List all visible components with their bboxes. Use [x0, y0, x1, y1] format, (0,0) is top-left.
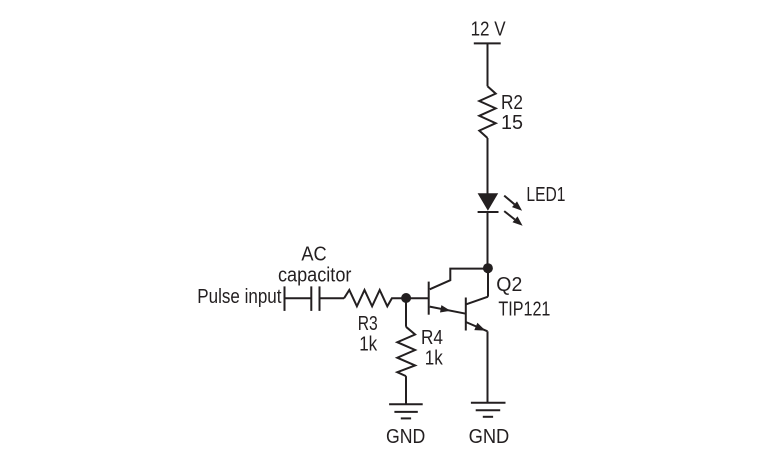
svg-text:1k: 1k: [359, 334, 378, 356]
svg-text:capacitor: capacitor: [278, 264, 352, 286]
svg-text:12 V: 12 V: [471, 19, 507, 41]
svg-text:Pulse input: Pulse input: [197, 286, 282, 308]
svg-text:AC: AC: [301, 243, 326, 265]
svg-text:GND: GND: [469, 426, 510, 448]
svg-text:GND: GND: [386, 426, 425, 448]
svg-text:Q2: Q2: [496, 274, 522, 296]
svg-text:R2: R2: [501, 92, 523, 114]
svg-text:R3: R3: [358, 313, 378, 335]
svg-text:15: 15: [501, 112, 523, 134]
svg-text:R4: R4: [421, 327, 443, 349]
svg-text:LED1: LED1: [526, 184, 565, 206]
svg-text:1k: 1k: [425, 348, 444, 370]
svg-text:TIP121: TIP121: [498, 298, 550, 320]
